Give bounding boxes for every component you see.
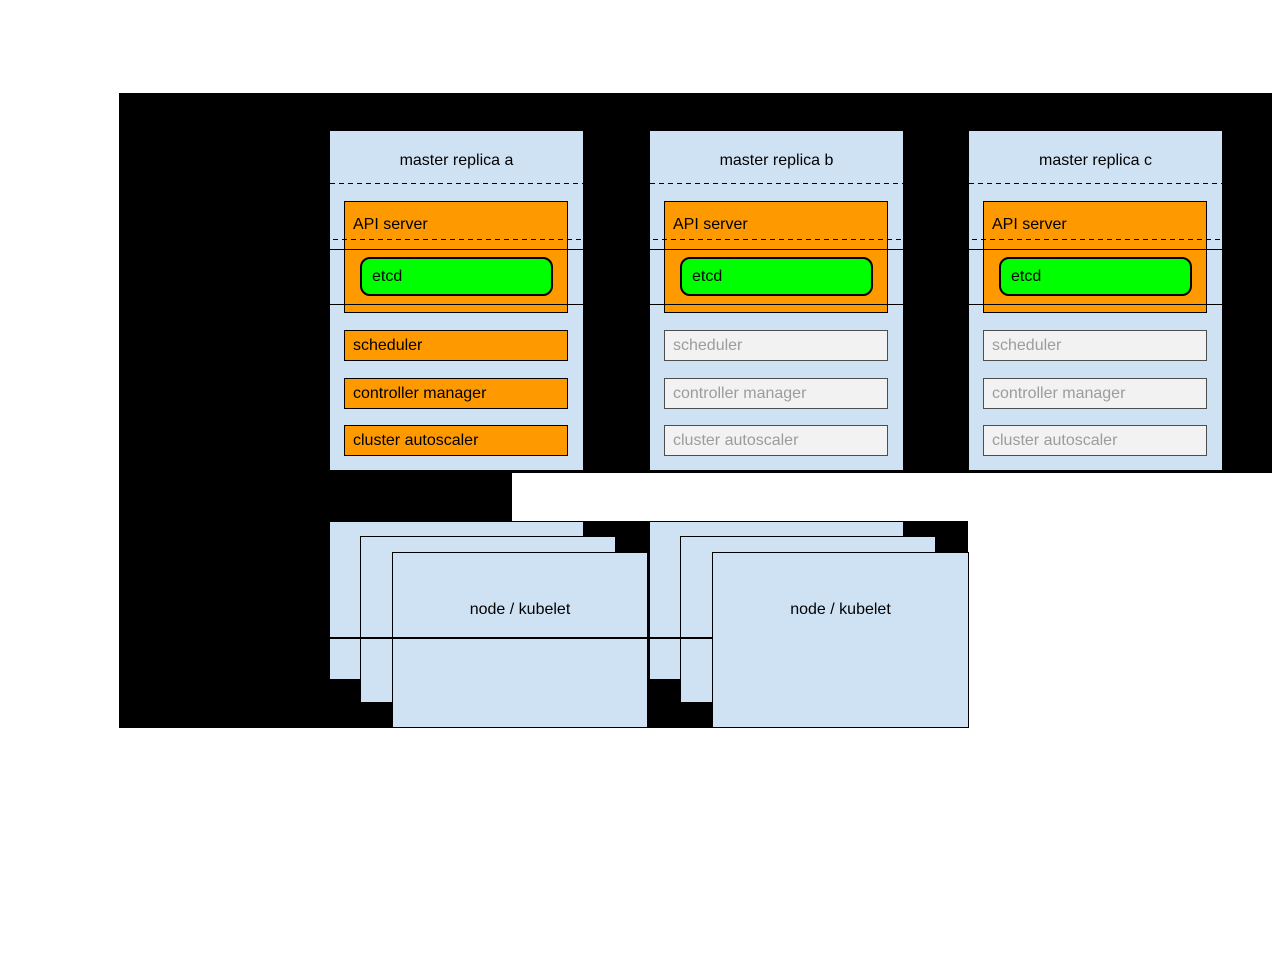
controller-manager-label: controller manager (673, 385, 807, 402)
section-divider-line (963, 304, 1228, 305)
section-divider-line (644, 249, 909, 250)
controller-manager-label: controller manager (992, 385, 1126, 402)
section-divider-line (324, 304, 589, 305)
api-server-label: API server (992, 216, 1067, 233)
node-stack-1-front-box: node / kubelet (392, 552, 648, 728)
section-divider-line (963, 249, 1228, 250)
scheduler-box: scheduler (983, 330, 1207, 361)
api-server-box: API server etcd (664, 201, 888, 313)
controller-manager-box: controller manager (664, 378, 888, 409)
section-divider-line (324, 249, 589, 250)
node-kubelet-label: node / kubelet (469, 601, 571, 618)
cluster-autoscaler-label: cluster autoscaler (353, 432, 479, 449)
title-divider-dashed (330, 183, 583, 184)
title-divider-dashed (650, 183, 903, 184)
cluster-autoscaler-box: cluster autoscaler (983, 425, 1207, 456)
section-divider-line (644, 304, 909, 305)
canvas-background-middle (119, 473, 512, 521)
etcd-box: etcd (360, 257, 553, 296)
replica-title: master replica c (1039, 152, 1152, 169)
cluster-autoscaler-label: cluster autoscaler (992, 432, 1118, 449)
scheduler-label: scheduler (673, 337, 743, 354)
node-kubelet-label: node / kubelet (790, 601, 891, 618)
node-title-divider-line (329, 637, 713, 639)
title-divider-dashed (969, 183, 1222, 184)
node-stack-2-front-box: node / kubelet (712, 552, 969, 728)
controller-manager-box: controller manager (983, 378, 1207, 409)
scheduler-box: scheduler (664, 330, 888, 361)
scheduler-label: scheduler (992, 337, 1062, 354)
controller-manager-box: controller manager (344, 378, 568, 409)
etcd-box: etcd (680, 257, 873, 296)
etcd-label: etcd (692, 268, 723, 285)
replica-title: master replica b (719, 152, 834, 169)
controller-manager-label: controller manager (353, 385, 487, 402)
cluster-autoscaler-label: cluster autoscaler (673, 432, 799, 449)
api-server-label: API server (673, 216, 748, 233)
cluster-autoscaler-box: cluster autoscaler (344, 425, 568, 456)
replica-title: master replica a (399, 152, 514, 169)
scheduler-label: scheduler (353, 337, 423, 354)
api-server-label: API server (353, 216, 428, 233)
section-divider-dashed (644, 239, 909, 240)
master-replica-b-box: master replica b API server etcd schedul… (644, 130, 909, 471)
etcd-label: etcd (1011, 268, 1042, 285)
api-server-box: API server etcd (983, 201, 1207, 313)
etcd-label: etcd (372, 268, 403, 285)
api-server-box: API server etcd (344, 201, 568, 313)
scheduler-box: scheduler (344, 330, 568, 361)
section-divider-dashed (324, 239, 589, 240)
master-replica-a-box: master replica a API server etcd schedul… (324, 130, 589, 471)
cluster-autoscaler-box: cluster autoscaler (664, 425, 888, 456)
master-replica-c-box: master replica c API server etcd schedul… (963, 130, 1228, 471)
etcd-box: etcd (999, 257, 1192, 296)
section-divider-dashed (963, 239, 1228, 240)
